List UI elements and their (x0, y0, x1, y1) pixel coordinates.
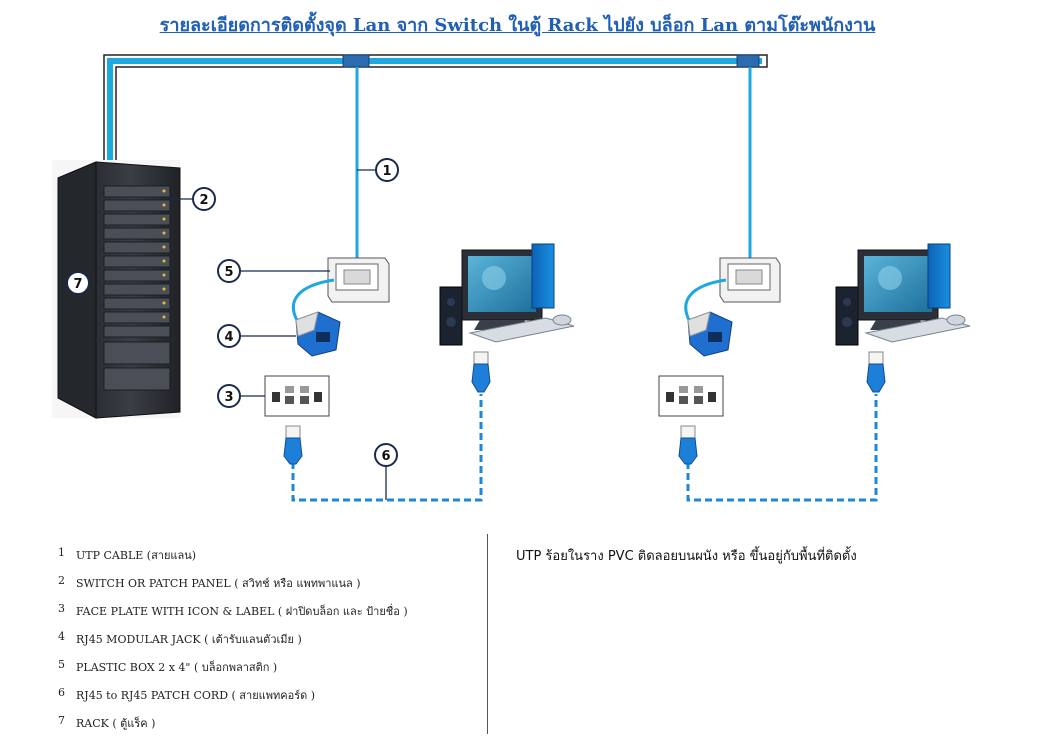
legend-item: 3 FACE PLATE WITH ICON & LABEL ( ฝาปิดบล็… (58, 602, 408, 630)
column-divider (487, 534, 488, 734)
legend-item-number: 3 (58, 602, 65, 615)
legend-item: 7 RACK ( ตู้แร็ค ) (58, 714, 408, 742)
callout-1-label: 1 (382, 164, 391, 179)
callout-6: 6 (374, 443, 398, 467)
legend-item: 5 PLASTIC BOX 2 x 4" ( บล็อกพลาสติก ) (58, 658, 408, 686)
callout-5: 5 (217, 259, 241, 283)
legend-item-label: RJ45 MODULAR JACK ( เต้ารับแลนตัวเมีย ) (76, 633, 302, 646)
callout-2-label: 2 (199, 193, 208, 208)
callout-2: 2 (192, 187, 216, 211)
callout-3: 3 (217, 384, 241, 408)
legend-item: 1 UTP CABLE (สายแลน) (58, 546, 408, 574)
rj45-jack-icon (295, 311, 341, 357)
legend-item: 6 RJ45 to RJ45 PATCH CORD ( สายแพทคอร์ด ) (58, 686, 408, 714)
callout-4: 4 (217, 324, 241, 348)
legend-item-number: 4 (58, 630, 65, 643)
legend-item-label: UTP CABLE (สายแลน) (76, 549, 197, 562)
legend-item: 4 RJ45 MODULAR JACK ( เต้ารับแลนตัวเมีย ) (58, 630, 408, 658)
page-title: รายละเอียดการติดตั้งจุด Lan จาก Switch ใ… (159, 15, 876, 36)
callout-leaders (163, 169, 387, 500)
desktop-computer-icon (835, 243, 971, 346)
rj45-plug-icon (283, 425, 303, 465)
legend-item-number: 1 (58, 546, 65, 559)
legend-item: 2 SWITCH OR PATCH PANEL ( สวิทช์ หรือ แพท… (58, 574, 408, 602)
callout-7: 7 (66, 271, 90, 295)
rj45-jack-icon (687, 311, 733, 357)
utp-trunk-cable (103, 54, 768, 258)
faceplate-icon (264, 375, 330, 417)
rj45-plug-icon (471, 351, 491, 393)
installation-note: UTP ร้อยในราง PVC ติดลอยบนผนัง หรือ ขึ้น… (516, 549, 857, 564)
rj45-plug-icon (866, 351, 886, 393)
plastic-box-icon (327, 257, 390, 303)
callout-4-label: 4 (224, 330, 233, 345)
legend-item-label: PLASTIC BOX 2 x 4" ( บล็อกพลาสติก ) (76, 661, 278, 674)
jack-tail-cable (291, 278, 335, 323)
callout-3-label: 3 (224, 390, 233, 405)
legend-item-label: RACK ( ตู้แร็ค ) (76, 717, 156, 730)
legend-item-number: 2 (58, 574, 65, 587)
callout-5-label: 5 (224, 265, 233, 280)
legend-item-number: 5 (58, 658, 65, 671)
legend-item-number: 6 (58, 686, 65, 699)
faceplate-icon (658, 375, 724, 417)
patch-cord-left (291, 394, 483, 502)
patch-cord-right (686, 394, 878, 502)
jack-tail-cable (684, 278, 727, 323)
legend-item-number: 7 (58, 714, 65, 727)
legend-item-label: FACE PLATE WITH ICON & LABEL ( ฝาปิดบล็อ… (76, 605, 408, 618)
callout-7-label: 7 (73, 277, 82, 292)
legend-list: 1 UTP CABLE (สายแลน) 2 SWITCH OR PATCH PAN… (58, 546, 408, 742)
callout-6-label: 6 (381, 449, 390, 464)
legend-item-label: SWITCH OR PATCH PANEL ( สวิทช์ หรือ แพทพ… (76, 577, 361, 590)
desktop-computer-icon (439, 243, 575, 346)
legend-item-label: RJ45 to RJ45 PATCH CORD ( สายแพทคอร์ด ) (76, 689, 316, 702)
rj45-plug-icon (678, 425, 698, 465)
plastic-box-icon (719, 257, 781, 303)
callout-1: 1 (375, 158, 399, 182)
